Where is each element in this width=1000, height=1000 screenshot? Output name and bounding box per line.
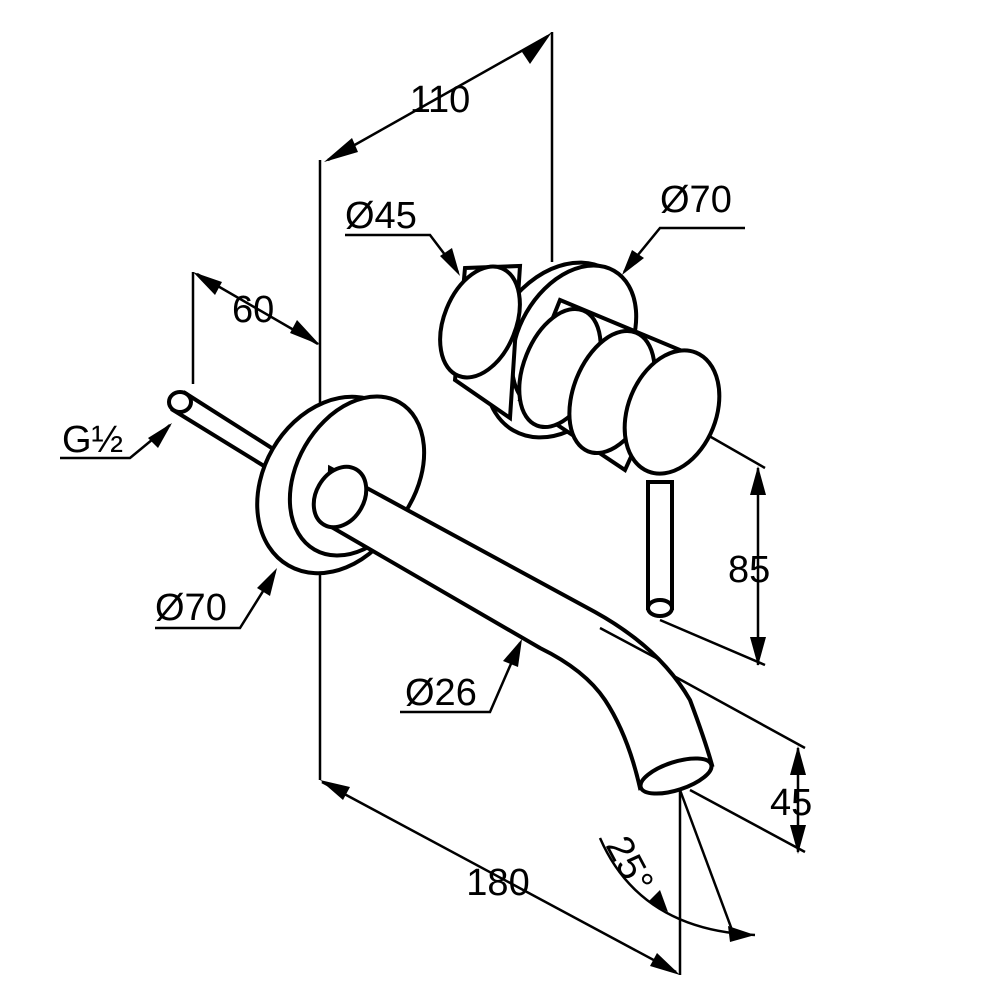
dimension-180 [320,780,680,975]
dimension-60 [193,272,320,346]
label-spout-rosette-diameter-70: Ø70 [155,587,227,629]
label-handle-rosette-diameter-70: Ø70 [660,179,732,221]
label-110: 110 [410,79,471,121]
dimension-85 [750,466,766,666]
handle-body [517,297,722,476]
label-85: 85 [728,549,770,591]
label-180: 180 [466,862,529,904]
label-45: 45 [770,782,812,824]
handle-lever [646,480,674,618]
handle-back-body [438,263,523,422]
dimension-45 [790,746,806,854]
leader-lines [60,226,745,714]
dimension-25-degree-arc [598,837,756,942]
label-spout-diameter-26: Ø26 [405,672,477,714]
dimension-110 [324,32,552,162]
label-handle-diameter-45: Ø45 [345,195,417,237]
label-thread-g-half: G½ [62,419,123,461]
label-60: 60 [232,289,274,331]
spout [311,464,715,796]
label-angle-25: 25° [597,830,661,900]
